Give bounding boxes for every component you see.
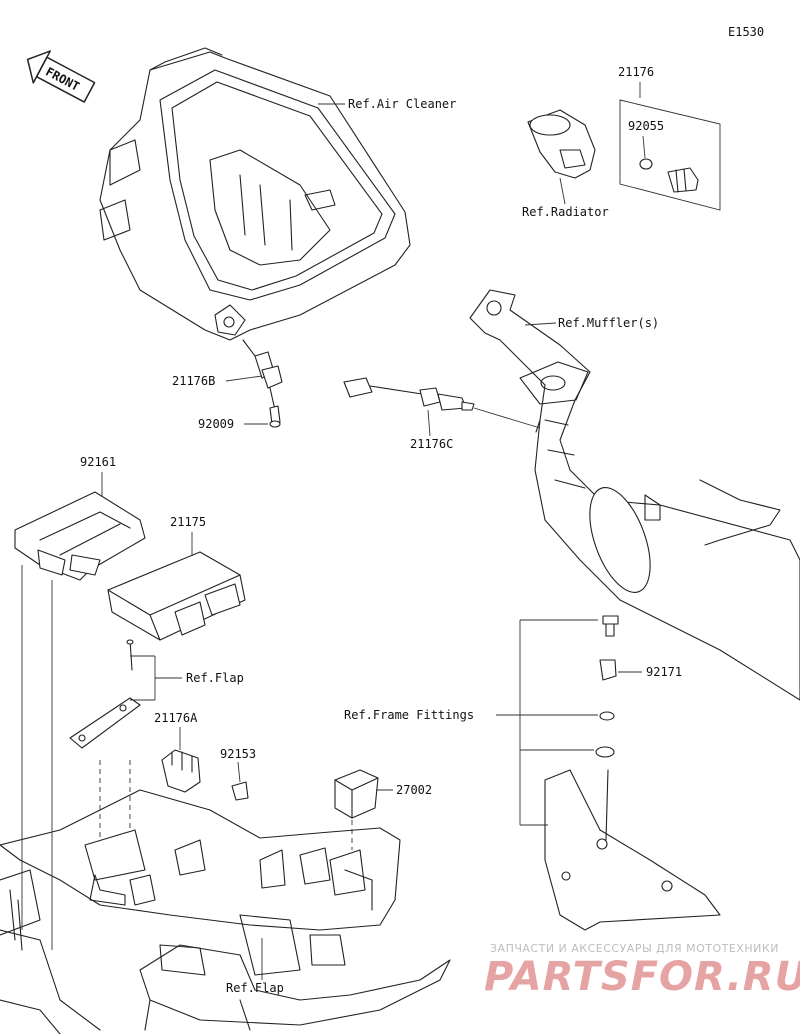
label-21176a: 21176A <box>154 711 198 725</box>
label-92009: 92009 <box>198 417 234 431</box>
label-ref-flap-bottom: Ref.Flap <box>226 981 284 995</box>
label-ref-flap-top: Ref.Flap <box>186 671 244 685</box>
sensor-21176c-drawing <box>343 377 541 429</box>
front-arrow-icon: FRONT <box>26 50 96 103</box>
radiator-sensor-drawing <box>527 109 699 193</box>
frame-drawing <box>0 789 451 1034</box>
label-92161: 92161 <box>80 455 116 469</box>
label-21176b: 21176B <box>172 374 215 388</box>
watermark-tagline: ЗАПЧАСТИ И АКСЕССУАРЫ ДЛЯ МОТОТЕХНИКИ <box>490 942 779 955</box>
label-ref-mufflers: Ref.Muffler(s) <box>558 316 659 330</box>
front-label: FRONT <box>43 64 81 93</box>
bracket-92161-drawing <box>14 491 146 581</box>
ecu-21175-drawing <box>107 551 246 641</box>
label-92055: 92055 <box>628 119 664 133</box>
dashed-leaders <box>21 565 353 950</box>
frame-fittings-drawing <box>544 615 721 931</box>
relay-27002-drawing <box>334 769 379 819</box>
label-21175: 21175 <box>170 515 206 529</box>
label-21176: 21176 <box>618 65 654 79</box>
sensor-21176a-drawing <box>69 639 249 801</box>
watermark-brand: PARTSFOR.RU <box>484 954 800 1000</box>
sensor-21176b-drawing <box>242 339 283 428</box>
label-27002: 27002 <box>396 783 432 797</box>
label-ref-air-cleaner: Ref.Air Cleaner <box>348 97 456 111</box>
label-ref-frame-fittings: Ref.Frame Fittings <box>344 708 474 722</box>
label-92153: 92153 <box>220 747 256 761</box>
label-21176c: 21176C <box>410 437 453 451</box>
diagram-code: E1530 <box>728 25 764 39</box>
label-92171: 92171 <box>646 665 682 679</box>
air-cleaner-drawing <box>99 47 411 341</box>
muffler-drawing <box>469 289 800 701</box>
label-ref-radiator: Ref.Radiator <box>522 205 609 219</box>
